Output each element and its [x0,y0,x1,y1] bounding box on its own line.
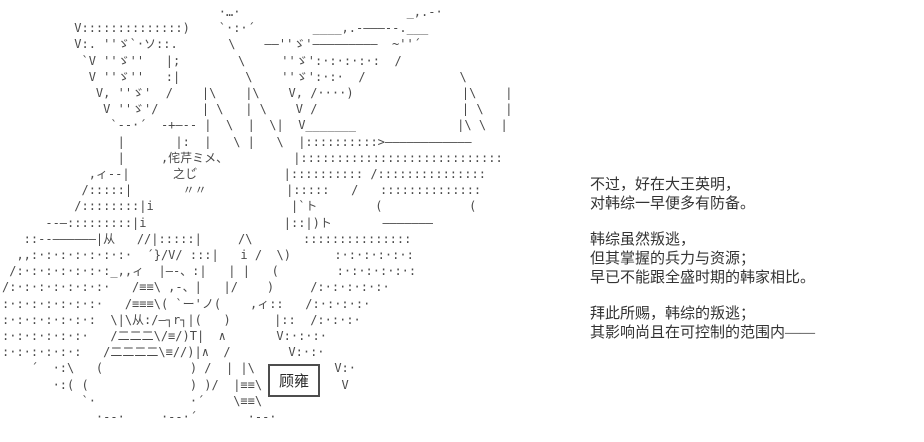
dialogue-line: 不过，好在大王英明， [590,177,741,193]
character-name-box: 顾雍 [268,364,320,397]
dialogue-line: 对韩综一早便多有防备。 [590,196,756,212]
dialogue-line: 早已不能跟全盛时期的韩家相比。 [590,270,816,286]
dialogue-line: 拜此所赐，韩综的叛逃； [590,306,756,322]
dialogue-text-block: 不过，好在大王英明， 对韩综一早便多有防备。 韩综虽然叛逃， 但其掌握的兵力与资… [590,176,815,360]
dialogue-paragraph-3: 拜此所赐，韩综的叛逃； 其影响尚且在可控制的范围内—— [590,305,815,343]
dialogue-paragraph-1: 不过，好在大王英明， 对韩综一早便多有防备。 [590,176,815,214]
character-name-label: 顾雍 [278,374,309,390]
dialogue-line: 但其掌握的兵力与资源； [590,251,756,267]
dialogue-paragraph-2: 韩综虽然叛逃， 但其掌握的兵力与资源； 早已不能跟全盛时期的韩家相比。 [590,231,815,288]
dialogue-line: 其影响尚且在可控制的范围内—— [590,325,816,341]
dialogue-line: 韩综虽然叛逃， [590,232,696,248]
ascii-art: ·…· _,.-· V::::::::::::::) `·:·´ ____,.-… [2,5,513,425]
